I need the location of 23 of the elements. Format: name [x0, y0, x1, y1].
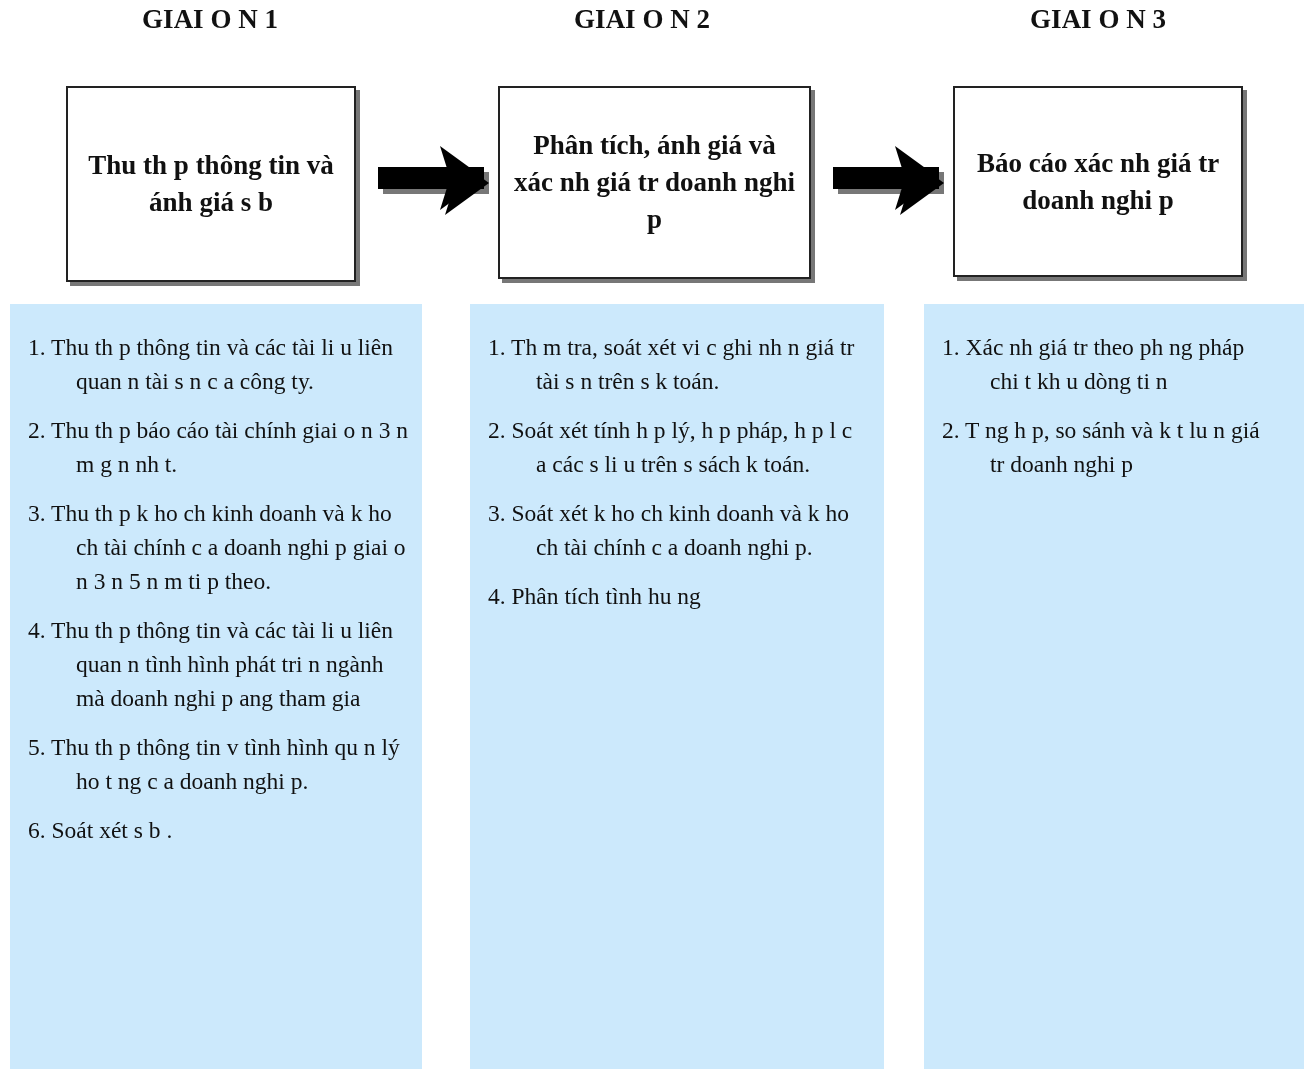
task-item: 6. Soát xét s b . — [28, 816, 174, 845]
task-item: 1. Xác nh giá tr theo ph ng pháp chi t kh u dòng ti n — [942, 333, 1246, 396]
task-panel — [10, 304, 422, 1069]
stage-title: Phân tích, ánh giá và xác nh giá tr doanh nghi p — [514, 129, 795, 236]
phase-heading: GIAI O N 1 — [142, 4, 278, 35]
task-item: 3. Soát xét k ho ch kinh doanh và k ho ch tài chính c a doanh nghi p. — [488, 499, 850, 562]
task-item: 4. Phân tích tình hu ng — [488, 582, 702, 611]
phase-heading: GIAI O N 3 — [1030, 4, 1166, 35]
task-item: 4. Thu th p thông tin và các tài li u liên quan n tình hình phát tri n ngành mà doanh nghi p ang tham gia — [28, 616, 395, 713]
task-item: 2. Thu th p báo cáo tài chính giai o n 3 n m g n nh t. — [28, 416, 410, 479]
arrow — [378, 146, 489, 215]
task-panel — [470, 304, 884, 1069]
task-item: 1. Thu th p thông tin và các tài li u liên quan n tài s n c a công ty. — [28, 333, 395, 396]
phase-heading: GIAI O N 2 — [574, 4, 710, 35]
task-item: 1. Th m tra, soát xét vi c ghi nh n giá tr tài s n trên s k toán. — [488, 333, 856, 396]
stage-title: Thu th p thông tin và ánh giá s b — [87, 149, 335, 219]
task-item: 2. T ng h p, so sánh và k t lu n giá tr doanh nghi p — [942, 416, 1261, 479]
task-item: 5. Thu th p thông tin v tình hình qu n lý ho t ng c a doanh nghi p. — [28, 733, 401, 796]
stage-title: Báo cáo xác nh giá tr doanh nghi p — [975, 146, 1221, 217]
task-panel — [924, 304, 1304, 1069]
task-item: 2. Soát xét tính h p lý, h p pháp, h p l c a các s li u trên s sách k toán. — [488, 416, 854, 479]
task-item: 3. Thu th p k ho ch kinh doanh và k ho ch tài chính c a doanh nghi p giai o n 3 n 5 n m ti p theo. — [28, 499, 407, 596]
arrow — [833, 146, 944, 215]
